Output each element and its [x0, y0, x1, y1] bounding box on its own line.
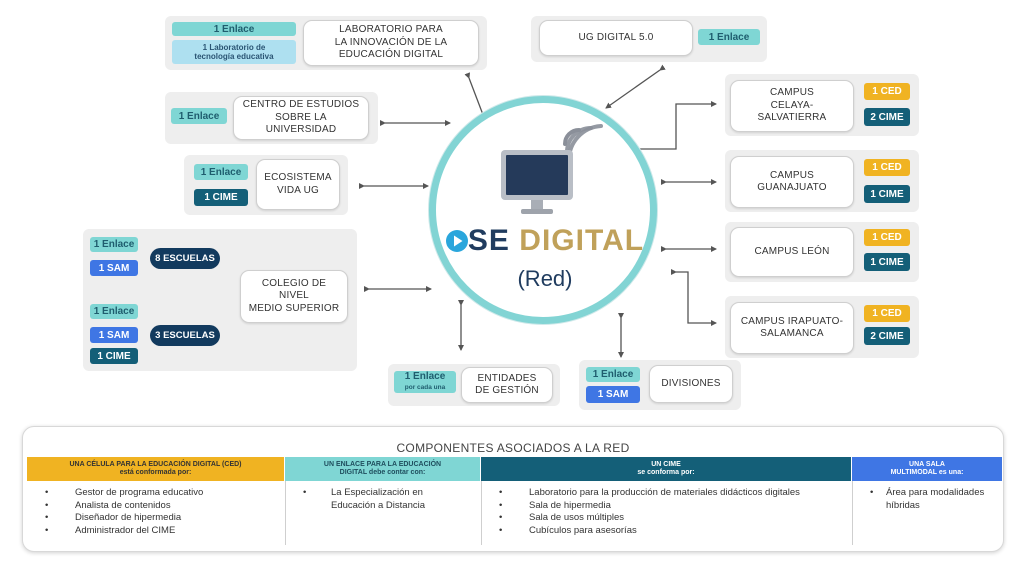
ceu-card[interactable]: CENTRO DE ESTUDIOS SOBRE LA UNIVERSIDAD [233, 96, 369, 140]
cime-header-line1: UN CIME [651, 461, 681, 468]
divisiones-enlace-tag: 1 Enlace [586, 367, 640, 382]
list-item: Diseñador de hipermedia [27, 512, 284, 525]
colegio-3-escuelas-tag: 3 ESCUELAS [150, 325, 220, 346]
cime-header-line2: se conforma por: [637, 469, 695, 476]
components-title: COMPONENTES ASOCIADOS A LA RED [396, 441, 630, 455]
ced-header-line1: UNA CÉLULA PARA LA EDUCACIÓN DIGITAL (CE… [69, 461, 242, 468]
list-item: Sala de hipermedia [481, 500, 851, 513]
eco-enlace-tag: 1 Enlace [194, 164, 248, 180]
enlace-header: UN ENLACE PARA LA EDUCACIÓN DIGITAL debe… [285, 457, 480, 481]
ceu-enlace-tag: 1 Enlace [171, 108, 227, 124]
colegio-8-escuelas-tag: 8 ESCUELAS [150, 248, 220, 269]
sala-header: UNA SALA MULTIMODAL es una: [852, 457, 1002, 481]
gto-card[interactable]: CAMPUS GUANAJUATO [730, 156, 854, 208]
irapuato-label: CAMPUS IRAPUATO- SALAMANCA [740, 315, 844, 340]
list-item: Cubículos para asesorías [481, 525, 851, 538]
list-item: Administrador del CIME [27, 525, 284, 538]
lab-enlace-tag: 1 Enlace [172, 22, 296, 36]
arrow-ug [605, 64, 666, 109]
entidades-enlace-sub: por cada una [404, 384, 446, 391]
celaya-label: CAMPUS CELAYA-SALVATIERRA [757, 87, 827, 124]
list-item: Gestor de programa educativo [27, 487, 284, 500]
ug-enlace-tag: 1 Enlace [698, 29, 760, 45]
eco-label: ECOSISTEMA VIDA UG [264, 172, 332, 196]
divisiones-card[interactable]: DIVISIONES [649, 365, 733, 403]
brand-se: SE [467, 224, 510, 257]
colegio-g1-sam-tag: 1 SAM [90, 260, 138, 276]
entidades-enlace-text: 1 Enlace [404, 371, 446, 382]
colegio-g2-sam-tag: 1 SAM [90, 327, 138, 343]
leon-card[interactable]: CAMPUS LEÓN [730, 227, 854, 277]
divisiones-label: DIVISIONES [661, 377, 721, 389]
celaya-ced-tag: 1 CED [864, 83, 910, 100]
cime-column: UN CIME se conforma por: Laboratorio par… [481, 457, 851, 549]
brand-digital: DIGITAL [519, 224, 645, 257]
entidades-enlace-tag: 1 Enlace por cada una [394, 371, 456, 393]
ced-header: UNA CÉLULA PARA LA EDUCACIÓN DIGITAL (CE… [27, 457, 284, 481]
eco-card[interactable]: ECOSISTEMA VIDA UG [256, 159, 340, 210]
ug-label: UG DIGITAL 5.0 [578, 31, 654, 43]
ced-list: Gestor de programa educativo Analista de… [27, 481, 284, 537]
colegio-g2-enlace-tag: 1 Enlace [90, 304, 138, 319]
lab-card[interactable]: LABORATORIO PARA LA INNOVACIÓN DE LA EDU… [303, 20, 479, 66]
eco-cime-tag: 1 CIME [194, 189, 248, 206]
sala-header-line2: MULTIMODAL es una: [890, 469, 964, 476]
list-item: La Especialización en Educación a Distan… [285, 487, 480, 512]
celaya-card[interactable]: CAMPUS CELAYA-SALVATIERRA [730, 80, 854, 132]
arrow-celaya [635, 101, 717, 152]
enlace-list: La Especialización en Educación a Distan… [285, 481, 480, 512]
monitor-wifi-icon [501, 124, 603, 214]
brand-logo: SE DIGITAL [440, 224, 650, 258]
entidades-label: ENTIDADES DE GESTIÓN [475, 372, 539, 397]
sala-column: UNA SALA MULTIMODAL es una: Área para mo… [852, 457, 1002, 549]
gto-label: CAMPUS GUANAJUATO [757, 169, 827, 194]
irapuato-cime-tag: 2 CIME [864, 327, 910, 345]
irapuato-ced-tag: 1 CED [864, 305, 910, 322]
list-item: Área para modalidades híbridas [852, 487, 1002, 512]
irapuato-card[interactable]: CAMPUS IRAPUATO- SALAMANCA [730, 302, 854, 354]
gto-ced-tag: 1 CED [864, 159, 910, 176]
sala-header-line1: UNA SALA [909, 461, 945, 468]
cime-list: Laboratorio para la producción de materi… [481, 481, 851, 537]
lab-laboratorio-tag: 1 Laboratorio de tecnología educativa [172, 40, 296, 64]
entidades-card[interactable]: ENTIDADES DE GESTIÓN [461, 367, 553, 403]
enlace-header-line1: UN ENLACE PARA LA EDUCACIÓN [323, 461, 442, 468]
play-icon [446, 230, 468, 252]
ced-column: UNA CÉLULA PARA LA EDUCACIÓN DIGITAL (CE… [27, 457, 284, 549]
colegio-g1-enlace-tag: 1 Enlace [90, 237, 138, 252]
cime-header: UN CIME se conforma por: [481, 457, 851, 481]
leon-ced-tag: 1 CED [864, 229, 910, 246]
colegio-card[interactable]: COLEGIO DE NIVEL MEDIO SUPERIOR [240, 270, 348, 323]
celaya-cime-tag: 2 CIME [864, 108, 910, 126]
ceu-label: CENTRO DE ESTUDIOS SOBRE LA UNIVERSIDAD [242, 99, 360, 136]
enlace-header-line2: DIGITAL debe contar con: [339, 469, 426, 476]
divisiones-sam-tag: 1 SAM [586, 386, 640, 403]
components-panel: COMPONENTES ASOCIADOS A LA RED UNA CÉLUL… [22, 426, 1004, 552]
colegio-label: COLEGIO DE NIVEL MEDIO SUPERIOR [248, 277, 340, 314]
list-item: Sala de usos múltiples [481, 512, 851, 525]
leon-cime-tag: 1 CIME [864, 253, 910, 271]
list-item: Analista de contenidos [27, 500, 284, 513]
leon-label: CAMPUS LEÓN [754, 245, 830, 257]
enlace-column: UN ENLACE PARA LA EDUCACIÓN DIGITAL debe… [285, 457, 480, 549]
colegio-g2-cime-tag: 1 CIME [90, 348, 138, 364]
gto-cime-tag: 1 CIME [864, 185, 910, 203]
arrow-irapuato [671, 269, 717, 326]
list-item: Laboratorio para la producción de materi… [481, 487, 851, 500]
red-subtitle: (Red) [517, 266, 573, 291]
lab-label: LABORATORIO PARA LA INNOVACIÓN DE LA EDU… [334, 24, 448, 61]
sala-list: Área para modalidades híbridas [852, 481, 1002, 512]
ced-header-line2: está conformada por: [119, 469, 192, 476]
ug-card[interactable]: UG DIGITAL 5.0 [539, 20, 693, 56]
